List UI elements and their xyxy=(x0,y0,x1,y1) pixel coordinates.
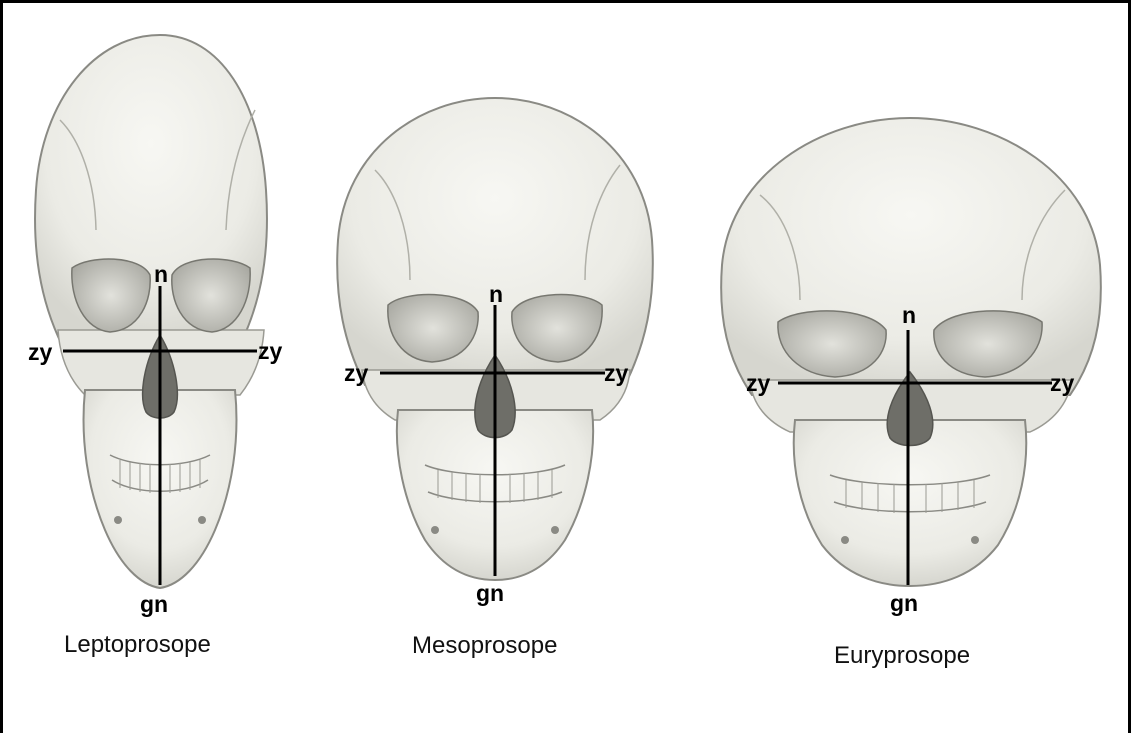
caption-mesoprosope: Mesoprosope xyxy=(412,632,557,659)
label-zygion-right-euryprosope: zy xyxy=(1050,370,1075,396)
label-nasion-leptoprosope: n xyxy=(154,261,168,287)
label-zygion-left-mesoprosope: zy xyxy=(344,360,369,386)
caption-euryprosope: Euryprosope xyxy=(834,642,970,669)
label-zygion-right-leptoprosope: zy xyxy=(258,338,283,364)
label-gnathion-euryprosope: gn xyxy=(890,590,918,616)
label-gnathion-mesoprosope: gn xyxy=(476,580,504,606)
skull-leptoprosope: n zy zy gn Leptoprosope xyxy=(28,35,283,658)
label-nasion-euryprosope: n xyxy=(902,302,916,328)
label-gnathion-leptoprosope: gn xyxy=(140,591,168,617)
label-zygion-left-leptoprosope: zy xyxy=(28,339,53,365)
skull-drawing-leptoprosope xyxy=(35,35,267,588)
skull-euryprosope: n zy zy gn Euryprosope xyxy=(721,118,1101,669)
skull-mesoprosope: n zy zy gn Mesoprosope xyxy=(337,98,653,659)
label-nasion-mesoprosope: n xyxy=(489,281,503,307)
skull-drawing-euryprosope xyxy=(721,118,1101,586)
label-zygion-right-mesoprosope: zy xyxy=(604,360,629,386)
caption-leptoprosope: Leptoprosope xyxy=(64,631,211,658)
label-zygion-left-euryprosope: zy xyxy=(746,370,771,396)
